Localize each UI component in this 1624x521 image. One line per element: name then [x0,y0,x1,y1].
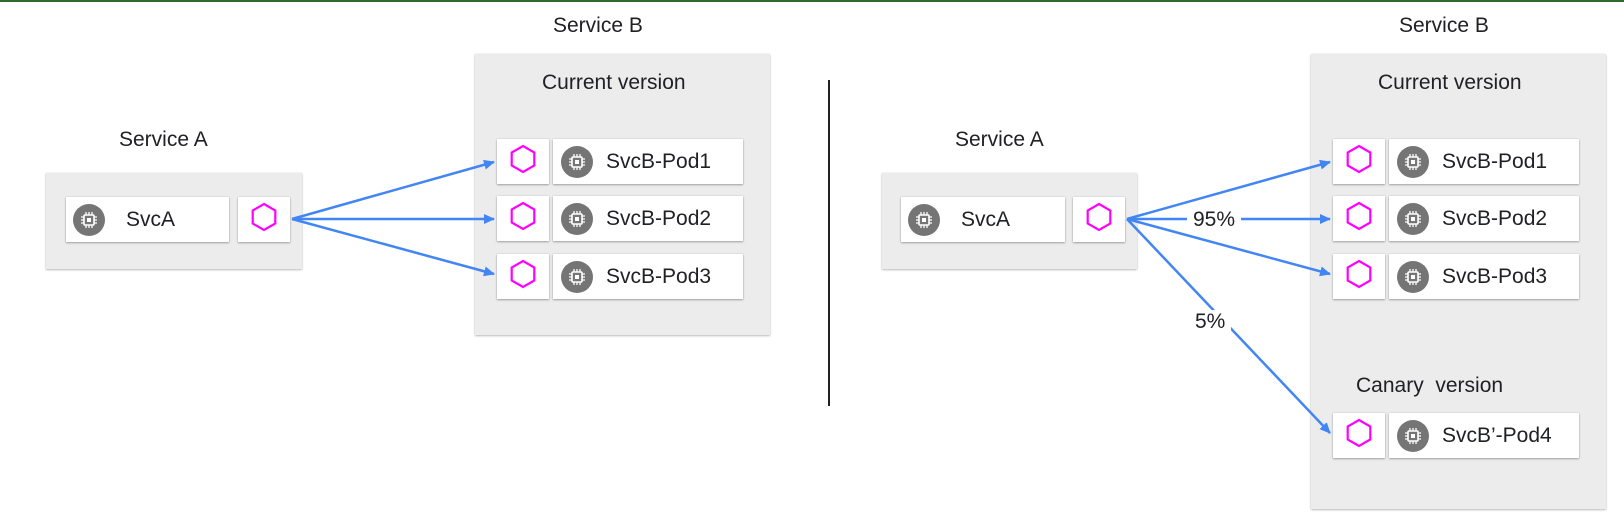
hexagon-icon [249,202,279,237]
left-current-version-title: Current version [542,71,686,94]
chip-icon [1397,419,1429,452]
canary-pod-label: SvcB’-Pod4 [1442,423,1552,447]
right-service-b-title: Service B [1399,14,1489,37]
chip-icon [908,203,940,236]
top-border [0,0,1624,2]
right-pod1-card[interactable]: SvcB-Pod1 [1389,139,1579,184]
left-service-a-title: Service A [119,128,208,151]
right-pod2-proxy[interactable] [1333,196,1385,241]
chip-icon [561,145,593,178]
canary-pod-proxy[interactable] [1333,413,1385,458]
hexagon-icon [1344,418,1374,453]
right-pod2-card[interactable]: SvcB-Pod2 [1389,196,1579,241]
left-service-b-title: Service B [553,14,643,37]
left-pod3-proxy[interactable] [497,254,549,299]
split-canary-label: 5% [1189,310,1232,334]
left-pod2-label: SvcB-Pod2 [606,206,712,230]
right-svca-label: SvcA [961,207,1011,231]
right-svca-card[interactable]: SvcA [901,197,1065,242]
left-pod3-card[interactable]: SvcB-Pod3 [553,254,743,299]
left-pod2-card[interactable]: SvcB-Pod2 [553,196,743,241]
right-pod3-card[interactable]: SvcB-Pod3 [1389,254,1579,299]
left-svca-card[interactable]: SvcA [66,197,229,242]
chip-icon [1397,202,1429,235]
left-pod1-proxy[interactable] [497,139,549,184]
hexagon-icon [508,144,538,179]
left-pod3-label: SvcB-Pod3 [606,264,712,288]
left-svca-label: SvcA [126,207,176,231]
left-pod2-proxy[interactable] [497,196,549,241]
split-current-label: 95% [1187,208,1242,232]
right-pod1-proxy[interactable] [1333,139,1385,184]
right-svca-proxy[interactable] [1073,197,1125,242]
hexagon-icon [508,201,538,236]
right-pod2-label: SvcB-Pod2 [1442,206,1548,230]
left-arrow-pod3 [291,217,495,277]
hexagon-icon [508,259,538,294]
right-pod3-proxy[interactable] [1333,254,1385,299]
chip-icon [561,202,593,235]
diagram-divider [828,80,830,406]
left-pod1-label: SvcB-Pod1 [606,149,712,173]
hexagon-icon [1344,144,1374,179]
canary-pod-card[interactable]: SvcB’-Pod4 [1389,413,1579,458]
chip-icon [1397,260,1429,293]
chip-icon [561,260,593,293]
right-arrow-pod1 [1126,159,1331,221]
left-arrow-pod1 [291,159,495,221]
hexagon-icon [1344,259,1374,294]
left-pod1-card[interactable]: SvcB-Pod1 [553,139,743,184]
right-pod1-label: SvcB-Pod1 [1442,149,1548,173]
right-arrow-pod3 [1126,217,1331,277]
left-svca-proxy[interactable] [238,197,290,242]
hexagon-icon [1084,202,1114,237]
hexagon-icon [1344,201,1374,236]
right-canary-version-title: Canary version [1356,374,1504,397]
chip-icon [73,203,105,236]
right-service-a-title: Service A [955,128,1044,151]
right-pod3-label: SvcB-Pod3 [1442,264,1548,288]
right-current-version-title: Current version [1378,71,1522,94]
chip-icon [1397,145,1429,178]
